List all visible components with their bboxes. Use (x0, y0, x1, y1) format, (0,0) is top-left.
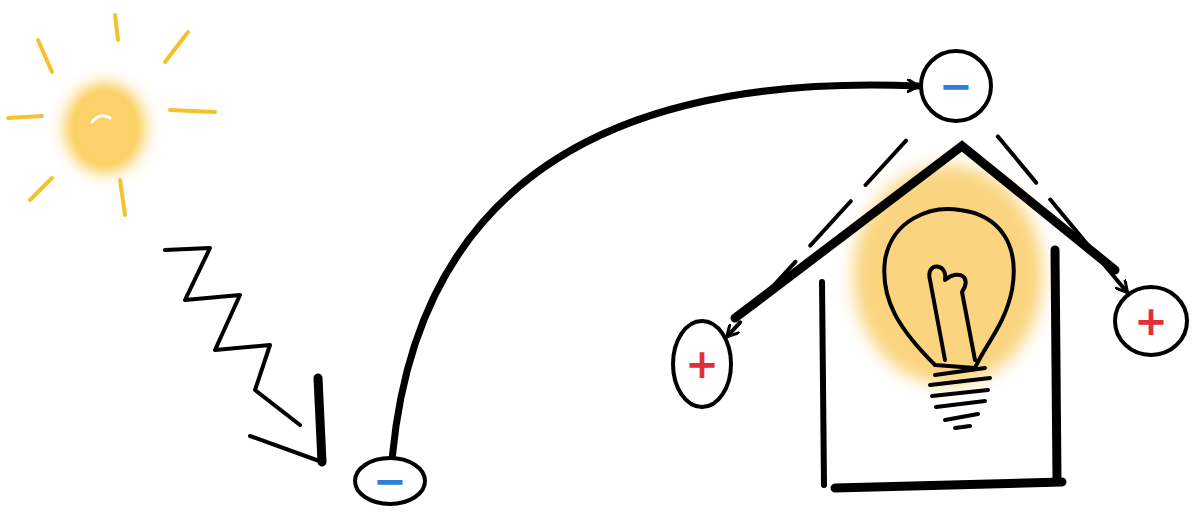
charge-sign: − (373, 461, 407, 501)
current-arrow (727, 141, 906, 336)
left-wall (822, 282, 824, 485)
light-glow (853, 165, 1043, 385)
charge-sign: − (939, 66, 973, 106)
sun (8, 15, 215, 215)
sun-glow (65, 83, 145, 173)
charge-circle: − (918, 48, 994, 124)
light-ray-arrow (165, 248, 322, 462)
house (735, 146, 1115, 488)
charge-circle: + (1112, 284, 1190, 358)
floor (835, 482, 1062, 488)
charge-circle: + (670, 318, 734, 410)
charge-circle: − (352, 455, 428, 507)
charge-sign: + (1134, 301, 1168, 341)
light-bulb (884, 209, 1013, 428)
sun-shine (92, 116, 110, 122)
sun-rays (8, 15, 215, 215)
current-arrow (998, 136, 1127, 291)
electron-path (393, 85, 918, 455)
right-wall (1055, 250, 1057, 480)
sun-core (75, 93, 135, 163)
charge-sign: + (685, 344, 719, 384)
